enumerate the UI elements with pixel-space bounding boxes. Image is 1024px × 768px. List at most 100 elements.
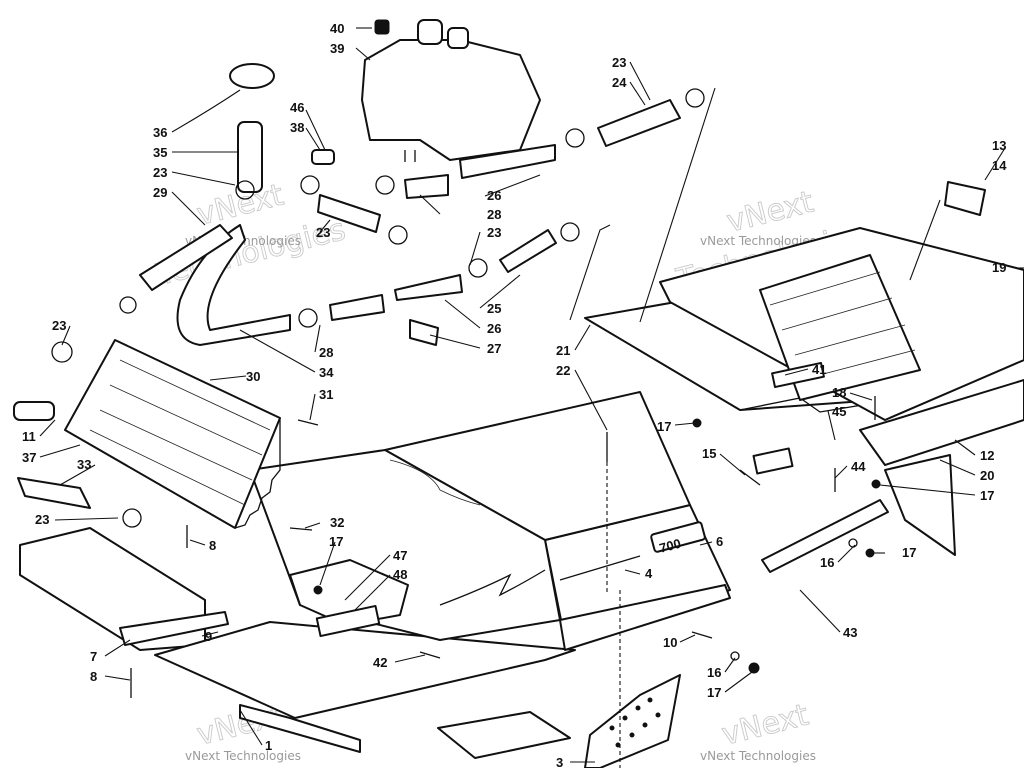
hose-clamps [51, 88, 705, 528]
washer-16-icon [730, 651, 740, 661]
hose-23-segment [317, 194, 381, 233]
callout-17-a: 17 [329, 534, 343, 549]
callout-21: 21 [556, 343, 570, 358]
hose-29 [139, 224, 233, 291]
tube-43 [761, 499, 889, 573]
belly-pan-lower-edge [239, 704, 361, 753]
clamp-icon-4 [388, 225, 408, 245]
coolant-cap [417, 19, 443, 45]
leader-lines [39, 27, 1024, 768]
clamp-icon-3 [685, 88, 705, 108]
bolt-10-icon [691, 631, 713, 639]
nut-17-d-icon [748, 662, 760, 674]
callout-43: 43 [843, 625, 857, 640]
pin-32-icon [289, 527, 313, 531]
watermark-vnext-4: vNext [718, 698, 812, 753]
hose-25 [499, 229, 557, 273]
hood-emblem-text: 700 [658, 536, 683, 556]
callout-16-b: 16 [707, 665, 721, 680]
callout-48: 48 [393, 567, 407, 582]
clamp-28-icon [300, 175, 320, 195]
callout-22: 22 [556, 363, 570, 378]
callout-17-b: 17 [657, 419, 671, 434]
callout-11: 11 [22, 429, 36, 444]
callout-8-a: 8 [209, 538, 216, 553]
callout-15: 15 [702, 446, 716, 461]
callout-41: 41 [812, 362, 826, 377]
mount-bracket-3 [584, 674, 681, 768]
callout-20: 20 [980, 468, 994, 483]
callout-37: 37 [22, 450, 36, 465]
bracket-15 [752, 447, 794, 475]
fasteners [130, 361, 889, 698]
hose-24 [597, 99, 681, 147]
callout-28-a: 28 [487, 207, 501, 222]
watermark-small-3: vNext Technologies [185, 749, 301, 763]
heat-exchanger-fins [89, 359, 271, 506]
fitting-11 [13, 401, 55, 421]
callout-23-a: 23 [153, 165, 167, 180]
tube-26-upper [459, 144, 556, 179]
callout-35: 35 [153, 145, 167, 160]
callout-38: 38 [290, 120, 304, 135]
callout-23-f: 23 [35, 512, 49, 527]
mount-bracket-48 [315, 604, 381, 638]
callout-3: 3 [556, 755, 563, 768]
hood-emblem-plate [650, 521, 706, 553]
nut-17-e-icon [313, 585, 323, 595]
clamp-icon-6 [560, 222, 580, 242]
callout-39: 39 [330, 41, 344, 56]
callout-16-a: 16 [820, 555, 834, 570]
rear-tank-assembly [659, 181, 1024, 556]
thermostat-housing-35 [237, 121, 263, 193]
callout-29: 29 [153, 185, 167, 200]
coolant-tank-39 [361, 39, 541, 161]
callout-26-b: 26 [487, 321, 501, 336]
tank-outlet-fittings [404, 150, 416, 162]
tube-26-lower [394, 274, 463, 301]
callout-24: 24 [612, 75, 627, 90]
callout-44: 44 [851, 459, 866, 474]
hood-assembly: 700 [249, 391, 706, 641]
callout-33: 33 [77, 457, 91, 472]
watermark-small-4: vNext Technologies [700, 749, 816, 763]
fitting-46 [311, 149, 335, 165]
callout-46: 46 [290, 100, 304, 115]
callout-10: 10 [663, 635, 677, 650]
clamp-icon-8 [51, 341, 73, 363]
tank-filler-grid [769, 271, 916, 379]
watermark-small-2: vNext Technologies [700, 234, 816, 248]
clamp-23-icon [235, 180, 255, 200]
bolt-42-icon [419, 651, 441, 659]
callout-23-b: 23 [612, 55, 626, 70]
callout-1: 1 [265, 738, 272, 753]
callout-8-b: 8 [90, 669, 97, 684]
clamp-icon-5 [468, 258, 488, 278]
heat-exchanger-serrated-edge [234, 418, 281, 529]
callout-18: 18 [832, 385, 846, 400]
callout-32: 32 [330, 515, 344, 530]
washer-16-b-icon [848, 538, 858, 548]
callout-28-b: 28 [319, 345, 333, 360]
clamp-icon-7 [298, 308, 318, 328]
hose-34 [176, 224, 291, 346]
pin-31-icon [297, 419, 319, 426]
callout-42: 42 [373, 655, 387, 670]
belly-pan-assembly [19, 504, 731, 768]
callout-9: 9 [205, 629, 212, 644]
callout-45: 45 [832, 404, 846, 419]
callout-23-e: 23 [52, 318, 66, 333]
spacer-41 [771, 361, 825, 389]
callout-47: 47 [393, 548, 407, 563]
mount-plate-47 [289, 559, 409, 626]
pressure-cap-36 [229, 63, 275, 89]
callout-31: 31 [319, 387, 333, 402]
callout-12: 12 [980, 448, 994, 463]
hood-stripe-graphic [439, 569, 546, 606]
clamp-icon-9 [122, 508, 142, 528]
callout-numbers: 40 39 36 35 23 29 46 38 23 24 26 28 23 2… [22, 21, 1007, 768]
callout-17-e: 17 [707, 685, 721, 700]
clamp-icon [375, 175, 395, 195]
callout-26-a: 26 [487, 188, 501, 203]
